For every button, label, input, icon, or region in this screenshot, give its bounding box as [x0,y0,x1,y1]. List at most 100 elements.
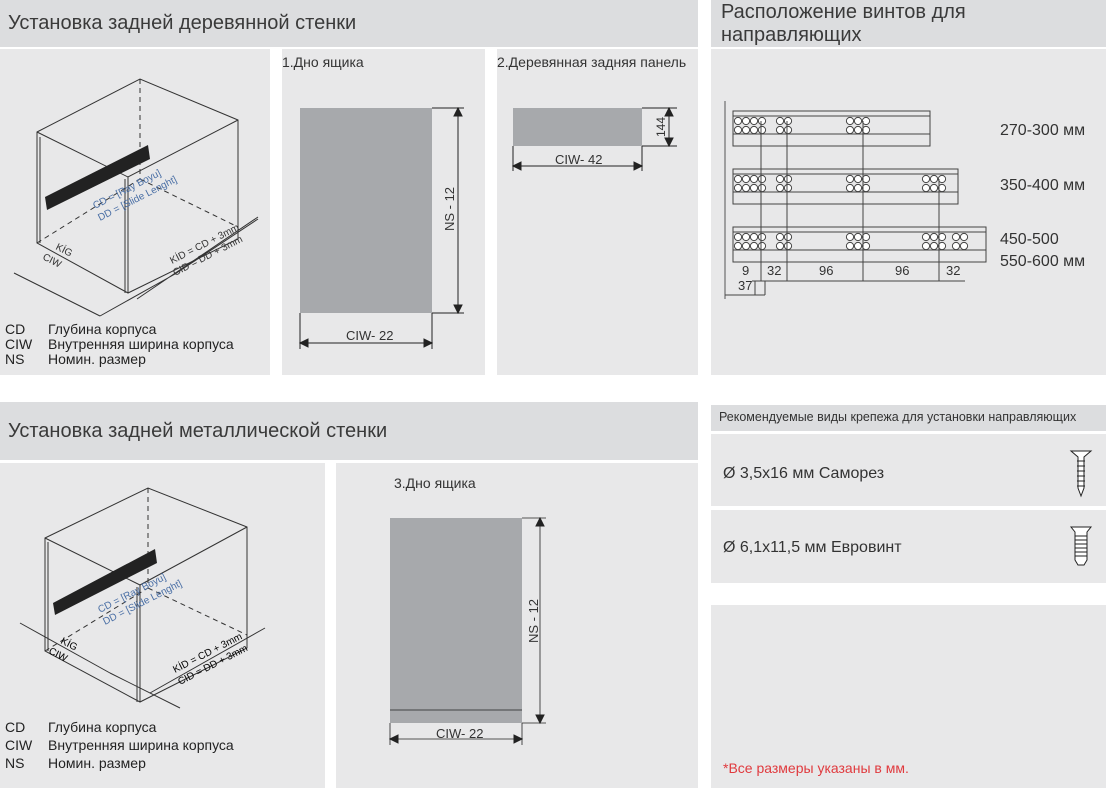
screw-hole [929,241,939,251]
screw-hole [921,232,931,242]
wood-screw-icon [1069,450,1093,498]
drawer-bottom-panel-3: 3.Дно ящика NS - 12 CIW- 22 [336,463,698,788]
panel-title: 1.Дно ящика [282,54,364,70]
rail-screw-diagram [724,101,987,299]
dimension-lines [511,106,677,171]
screw-hole [741,183,751,193]
screw-hole [775,183,785,193]
legend-text: Номин. размер [48,351,146,367]
rail-length: 450-500 [1000,231,1059,248]
screw-hole [749,241,759,251]
section-header-metal: Установка задней металлической стенки [0,402,698,460]
screw-hole [757,125,767,135]
screw-hole [853,241,863,251]
legend-key: CD [5,719,26,735]
screw-hole [733,232,743,242]
screw-hole [775,125,785,135]
fasteners-title: Рекомендуемые виды крепежа для установки… [719,410,1077,424]
legend: CD Глубина корпуса CIW Внутренняя ширина к… [5,718,234,772]
section-title: Установка задней металлической стенки [8,419,388,442]
width-dim: CIW- 22 [436,726,484,741]
screw-hole [775,116,785,126]
dimensions-note: *Все размеры указаны в мм. [723,760,909,776]
screw-hole [733,174,743,184]
screw-hole [757,241,767,251]
legend-text: Глубина корпуса [48,719,157,735]
screw-hole [861,241,871,251]
screw-hole [775,174,785,184]
screw-hole [853,116,863,126]
screw-hole [921,183,931,193]
legend-key: CIW [5,737,33,753]
screw-hole [757,116,767,126]
screw-hole [921,174,931,184]
legend-key: NS [5,351,25,367]
panel-title: 3.Дно ящика [394,475,476,491]
screw-hole [853,174,863,184]
section-title: Расположение винтов для направляющих [721,0,966,46]
legend-key: NS [5,755,25,771]
section-title: Установка задней деревянной стенки [8,12,357,34]
screw-hole [783,232,793,242]
dim: 32 [946,263,961,278]
screw-hole [845,125,855,135]
screw-hole [951,241,961,251]
fastener-label: Ø 3,5x16 мм Саморез [723,465,885,482]
fastener-row: Ø 3,5x16 мм Саморез [711,434,1106,506]
bottom-board [300,108,432,313]
rail-length: 270-300 мм [1000,122,1086,139]
screw-hole [733,183,743,193]
screw-hole [733,116,743,126]
screw-hole [845,241,855,251]
screw-hole [861,232,871,242]
cabinet-iso-diagram: CD = [Ray Boyu] DD = [Slide Lenght] KİG … [19,487,266,709]
screw-hole [959,241,969,251]
screw-hole [929,174,939,184]
legend-text: Глубина корпуса [48,321,157,337]
legend-key: CD [5,321,26,337]
fastener-label: Ø 6,1x11,5 мм Евровинт [723,539,902,556]
screw-hole [757,232,767,242]
screw-hole [959,232,969,242]
back-panel-panel: 2.Деревянная задняя панель 144 CIW- 42 [497,49,698,375]
height-dim: NS - 12 [442,186,457,232]
rail-length: 350-400 мм [1000,177,1086,194]
iso-panel-wood: CD = [Ray Boyu] DD = [Slide Lenght] KİG … [0,49,270,375]
width-dim: CIW- 22 [346,328,394,343]
screw-hole [937,241,947,251]
legend-text: Номин. размер [48,755,146,771]
screw-hole [783,116,793,126]
screw-hole [951,232,961,242]
dim: 32 [767,263,782,278]
screw-hole [749,232,759,242]
screw-hole [749,125,759,135]
rail-length: 550-600 мм [1000,253,1086,270]
legend-text: Внутренняя ширина корпуса [48,737,234,753]
fastener-row: Ø 6,1x11,5 мм Евровинт [711,510,1106,583]
screw-hole [861,116,871,126]
screw-layout-panel: 270-300 мм 350-400 мм 450-500 550-600 мм… [711,49,1106,375]
screw-hole [741,125,751,135]
screw-hole [861,174,871,184]
drawer-bottom-panel-1: 1.Дно ящика NS - 12 CIW- 22 [282,49,485,375]
iso-panel-metal: CD = [Ray Boyu] DD = [Slide Lenght] KİG … [0,463,325,788]
legend-key: CIW [5,336,33,352]
dimension-lines [388,516,546,745]
width-dim: CIW- 42 [555,152,603,167]
rail [732,168,959,205]
panel-title: 2.Деревянная задняя панель [497,54,687,70]
cabinet-iso-diagram: CD = [Ray Boyu] DD = [Slide Lenght] KİG … [13,78,259,317]
back-board [513,108,642,146]
screw-hole [741,174,751,184]
screw-hole [845,183,855,193]
screw-hole [929,232,939,242]
screw-hole [929,183,939,193]
screw-hole [741,241,751,251]
dim: 37 [738,278,753,293]
screw-hole [921,241,931,251]
screw-hole [741,116,751,126]
rail [732,110,931,147]
height-dim: NS - 12 [526,598,541,644]
section-header-wood: Установка задней деревянной стенки [0,0,698,47]
